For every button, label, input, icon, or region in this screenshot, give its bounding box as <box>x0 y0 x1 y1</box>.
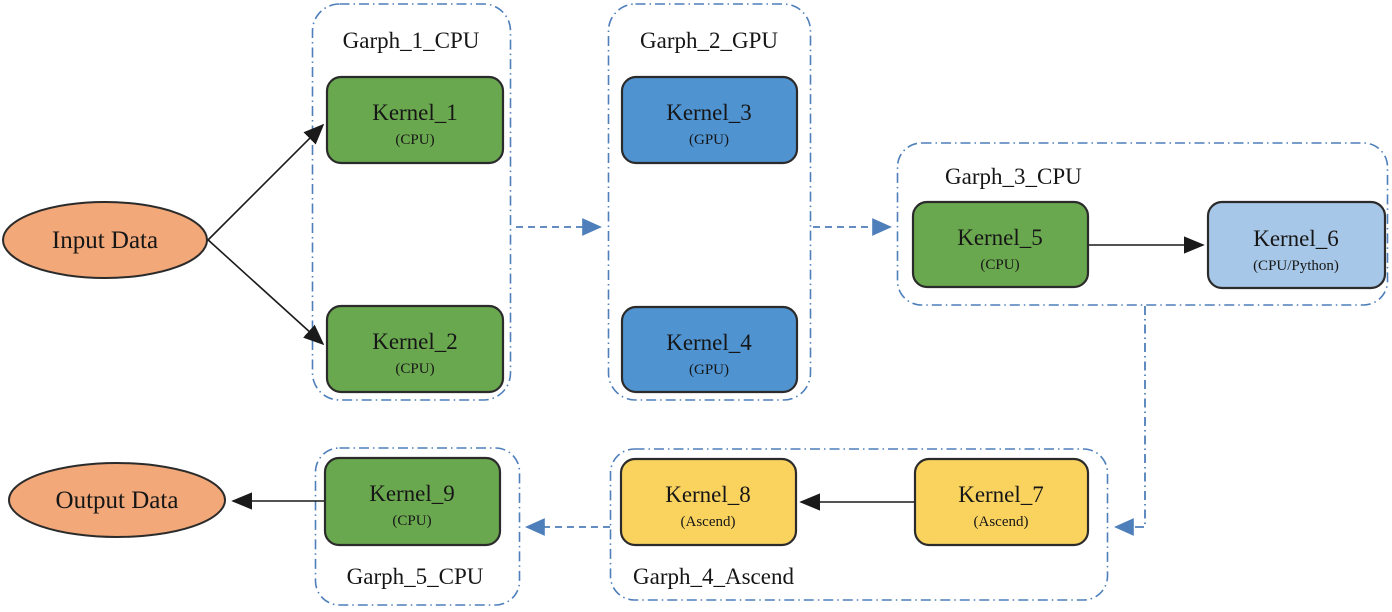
kernel-3-name: Kernel_3 <box>666 100 752 125</box>
kernel-7-name: Kernel_7 <box>958 482 1044 507</box>
group-garph-5-cpu <box>314 447 521 606</box>
group-garph-4-ascend <box>609 448 1109 601</box>
group-garph-5-label: Garph_5_CPU <box>347 564 484 589</box>
kernel-1-name: Kernel_1 <box>372 100 458 125</box>
group-garph-1-label: Garph_1_CPU <box>343 28 480 53</box>
group-garph-3-cpu <box>896 142 1389 306</box>
kernel-2-name: Kernel_2 <box>372 329 458 354</box>
kernel-3-node <box>620 75 799 165</box>
kernel-5-node <box>911 200 1090 289</box>
kernel-4-device: (GPU) <box>689 362 729 378</box>
kernel-1-device: (CPU) <box>395 132 434 148</box>
output-data-node <box>8 462 226 538</box>
kernel-4-node <box>620 305 799 394</box>
edge-input-to-kernel1 <box>205 123 325 243</box>
input-data-label: Input Data <box>52 227 158 254</box>
kernel-2-node <box>325 304 505 394</box>
group-garph-1-cpu <box>311 3 512 401</box>
group-garph-2-label: Garph_2_GPU <box>640 28 778 53</box>
edge-input-to-kernel2 <box>205 237 325 346</box>
group-garph-2-gpu <box>607 3 812 401</box>
kernel-4-name: Kernel_4 <box>666 330 752 355</box>
kernel-5-name: Kernel_5 <box>957 225 1043 250</box>
kernel-5-device: (CPU) <box>980 257 1019 273</box>
kernel-1-node <box>325 75 505 165</box>
kernel-9-device: (CPU) <box>392 513 431 529</box>
kernel-6-device: (CPU/Python) <box>1253 258 1339 274</box>
kernel-7-node <box>913 457 1090 547</box>
group-garph-4-label: Garph_4_Ascend <box>633 564 794 589</box>
kernel-7-device: (Ascend) <box>974 514 1029 530</box>
kernel-8-device: (Ascend) <box>681 514 736 530</box>
kernel-2-device: (CPU) <box>395 361 434 377</box>
output-data-label: Output Data <box>56 487 179 514</box>
input-data-node <box>2 201 208 279</box>
kernel-9-name: Kernel_9 <box>369 481 455 506</box>
kernel-9-node <box>323 456 502 547</box>
group-garph-3-label: Garph_3_CPU <box>945 164 1082 189</box>
kernel-3-device: (GPU) <box>689 132 729 148</box>
kernel-6-name: Kernel_6 <box>1253 226 1339 251</box>
kernel-8-name: Kernel_8 <box>665 482 751 507</box>
edge-garph3-to-garph4 <box>1114 306 1146 536</box>
kernel-6-node <box>1206 200 1387 290</box>
kernel-8-node <box>619 457 798 547</box>
